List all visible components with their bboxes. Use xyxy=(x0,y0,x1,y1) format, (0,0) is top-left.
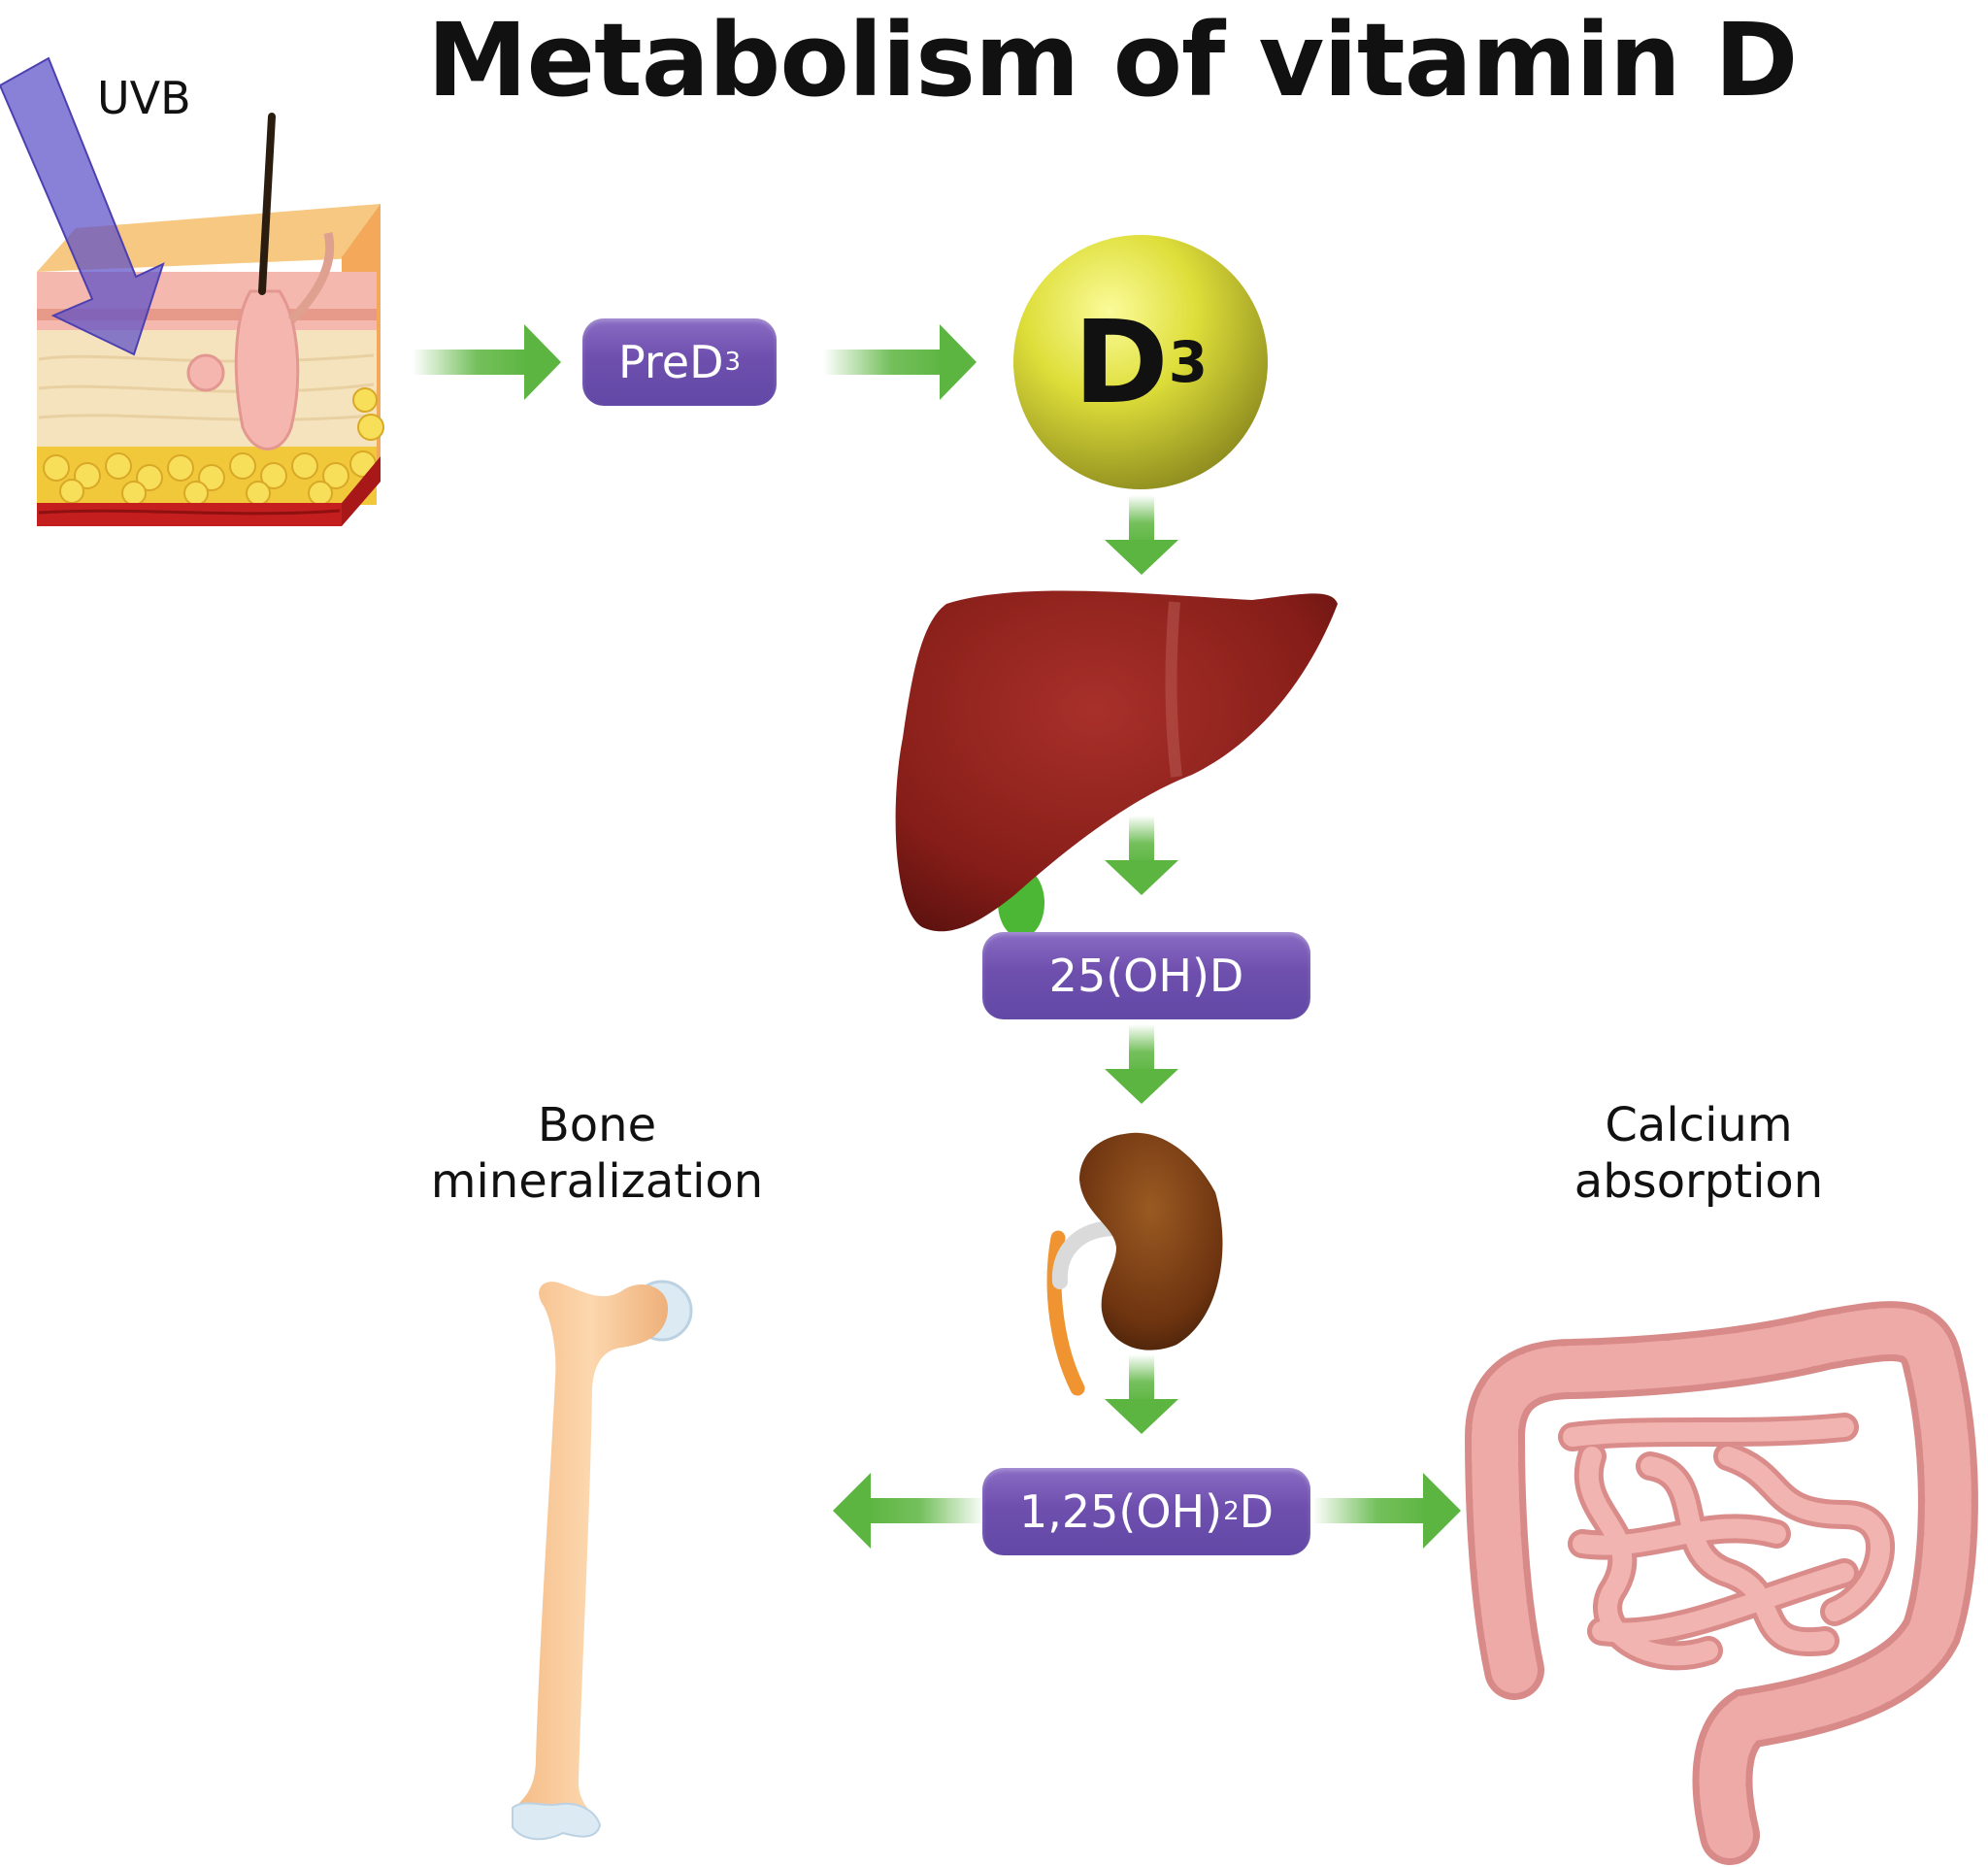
25ohd-text: 25(OH)D xyxy=(1048,950,1244,1002)
diagram-title: Metabolism of vitamin D xyxy=(427,1,1798,119)
arrow-kidney-to-125oh2d xyxy=(1105,1354,1178,1434)
bone-mineralization-label: Bone mineralization xyxy=(388,1097,806,1210)
pred3-subscript: 3 xyxy=(724,348,742,377)
bone-illustration xyxy=(512,1280,693,1841)
125oh2d-post: D xyxy=(1239,1485,1275,1538)
125oh2d-subscript: 2 xyxy=(1223,1497,1240,1526)
skin-cross-section-illustration xyxy=(37,113,384,526)
vitamin-d3-ball xyxy=(1013,235,1268,489)
intestines-illustration xyxy=(1464,1301,1978,1865)
uvb-arrow-icon xyxy=(0,56,165,356)
d3-subscript: 3 xyxy=(1168,329,1209,395)
arrow-d3-to-liver xyxy=(1105,495,1178,575)
arrow-liver-to-25ohd xyxy=(1105,816,1178,895)
arrow-to-intestine xyxy=(1312,1473,1461,1549)
arrow-25ohd-to-kidney xyxy=(1105,1024,1178,1104)
calcium-absorption-label: Calcium absorption xyxy=(1495,1097,1903,1210)
calcium-label-line1: Calcium xyxy=(1605,1098,1793,1152)
calcium-label-line2: absorption xyxy=(1574,1154,1824,1209)
uvb-label: UVB xyxy=(97,72,191,124)
arrow-to-bone xyxy=(833,1473,985,1549)
arrow-pred3-to-d3 xyxy=(823,324,977,400)
25ohd-pill: 25(OH)D xyxy=(982,932,1310,1019)
arrow-skin-to-pred3 xyxy=(413,324,561,400)
liver-illustration xyxy=(895,590,1338,938)
kidney-illustration xyxy=(1046,1132,1223,1396)
d3-main: D xyxy=(1073,295,1169,429)
125oh2d-pre: 1,25(OH) xyxy=(1018,1485,1223,1538)
pred3-main: PreD xyxy=(617,336,724,388)
bone-label-line1: Bone xyxy=(537,1098,657,1152)
bone-label-line2: mineralization xyxy=(430,1154,764,1209)
